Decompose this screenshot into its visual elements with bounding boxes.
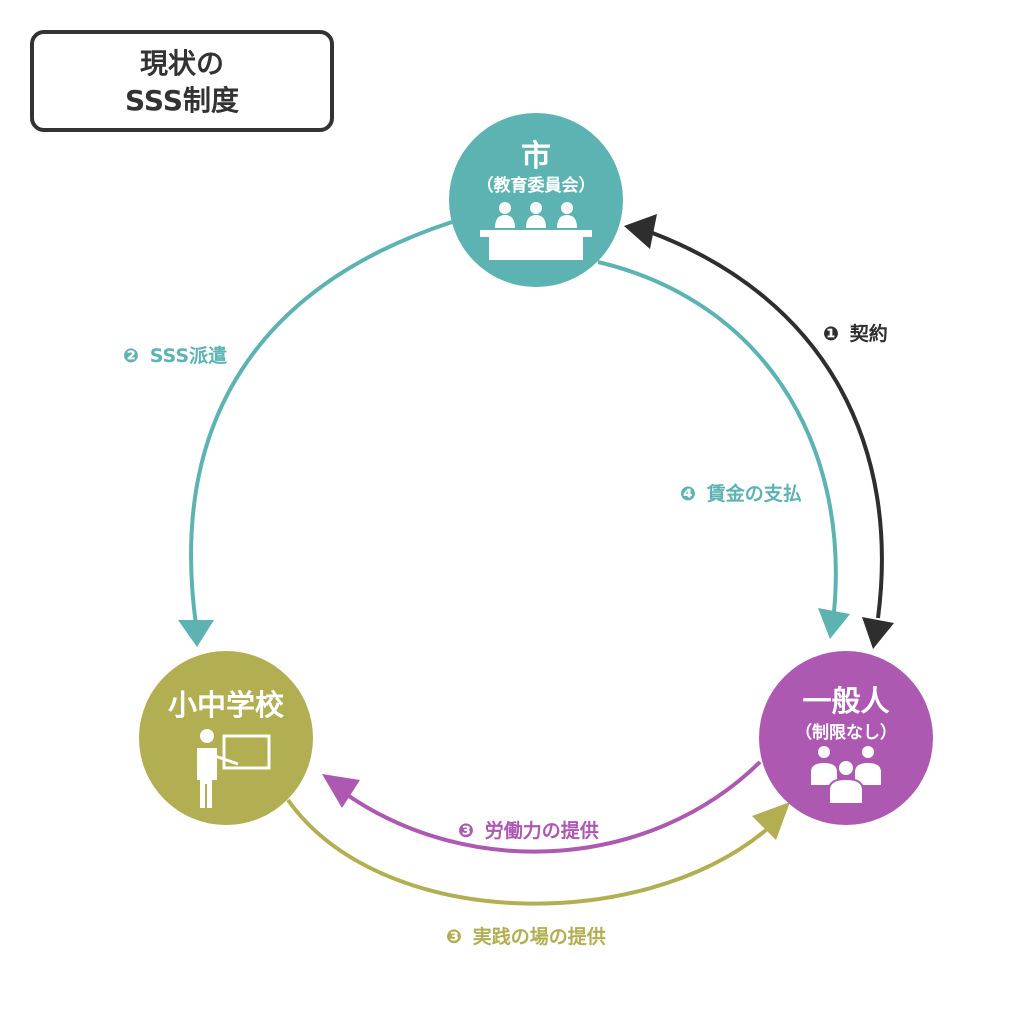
node-general-name: 一般人 (802, 684, 889, 718)
label-labor-provision-text: 労働力の提供 (485, 819, 599, 842)
node-city: 市 （教育委員会） (449, 113, 623, 287)
arrowhead-practice-provision (752, 802, 790, 840)
teacher-board-icon (197, 729, 271, 808)
node-school-name: 小中学校 (168, 688, 284, 722)
arrow-labor-provision (344, 760, 762, 854)
arrow-sss-dispatch (189, 220, 453, 626)
node-general: 一般人 （制限なし） (759, 651, 933, 825)
node-city-sub: （教育委員会） (477, 175, 596, 196)
label-contract-num: ❶ (823, 323, 839, 345)
arrow-contract (649, 230, 884, 619)
label-sss-dispatch-num: ❷ (123, 345, 139, 367)
arrow-wage-payment (597, 260, 838, 613)
arrowhead-contract-top (624, 214, 657, 249)
label-wage-payment-text: 賃金の支払 (706, 482, 802, 505)
node-school: 小中学校 (139, 651, 313, 825)
label-contract-text: 契約 (849, 322, 888, 345)
label-labor-provision: ❸ 労働力の提供 (458, 819, 599, 842)
label-practice-provision-text: 実践の場の提供 (473, 925, 606, 948)
arrowhead-labor-provision (322, 774, 360, 808)
title-line-1: 現状の (140, 47, 224, 80)
label-practice-provision-num: ❸ (446, 926, 462, 948)
arrowhead-wage-payment (818, 608, 850, 639)
arrowhead-sss-dispatch (178, 620, 214, 647)
label-contract: ❶ 契約 (823, 322, 888, 345)
label-sss-dispatch: ❷ SSS派遣 (123, 344, 227, 367)
arrow-practice-provision (286, 798, 768, 906)
label-labor-provision-num: ❸ (458, 820, 474, 842)
label-sss-dispatch-text: SSS派遣 (150, 344, 227, 367)
people-group-icon (809, 744, 883, 805)
node-general-sub: （制限なし） (795, 722, 897, 743)
title-box: 現状の SSS制度 (30, 30, 334, 132)
label-wage-payment-num: ❹ (680, 483, 696, 505)
arrowhead-contract-bottom (862, 617, 894, 649)
committee-desk-icon (480, 202, 592, 260)
node-city-name: 市 (521, 139, 551, 174)
label-practice-provision: ❸ 実践の場の提供 (446, 925, 606, 948)
label-wage-payment: ❹ 賃金の支払 (680, 482, 802, 505)
title-line-2: SSS制度 (125, 84, 239, 117)
